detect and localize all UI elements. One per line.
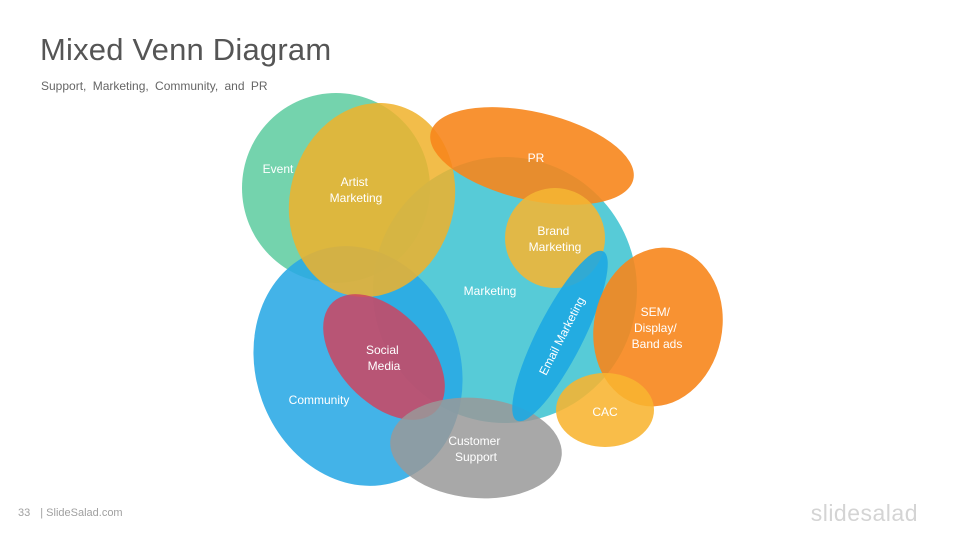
set-email-marketing (512, 250, 608, 422)
label-marketing: Marketing (464, 284, 517, 298)
label-cac: CAC (592, 405, 618, 419)
set-pr (430, 107, 634, 205)
label-social-media: Social Media (366, 343, 402, 373)
label-artist-marketing: Artist Marketing (330, 175, 383, 205)
label-customer-support: Customer Support (448, 434, 503, 464)
brand-logo: slidesalad (810, 500, 918, 526)
set-artist-marketing (288, 102, 456, 298)
set-customer-support (390, 397, 562, 499)
label-event: Event (263, 162, 294, 176)
label-sem-display: SEM/ Display/ Band ads (632, 305, 683, 351)
page-number: 33 (18, 507, 31, 519)
slide-title: Mixed Venn Diagram (40, 32, 332, 67)
set-cac (556, 373, 654, 447)
set-social-media (323, 294, 445, 420)
slide-subtitle: Support, Marketing, Community, and PR (41, 79, 268, 93)
slide-footer: 33 | SlideSalad.com (18, 507, 123, 519)
label-community: Community (289, 393, 350, 407)
footer-source: | SlideSalad.com (40, 507, 123, 519)
label-pr: PR (528, 151, 545, 165)
label-brand-marketing: Brand Marketing (529, 224, 582, 254)
set-sem-display (593, 247, 723, 407)
set-brand-marketing (505, 188, 605, 288)
